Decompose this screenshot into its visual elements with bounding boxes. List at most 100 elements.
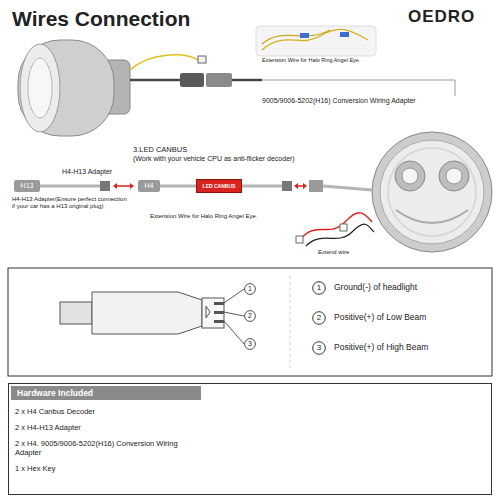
section-heading: 3.LED CANBUS <box>133 145 253 154</box>
lamp-lens <box>20 44 60 132</box>
round-headlight <box>372 132 492 252</box>
connect-arrow <box>294 183 307 189</box>
leader-line <box>224 321 244 344</box>
plug-text: LED CANBUS <box>203 183 236 189</box>
lamp-lens-ring <box>28 58 52 118</box>
pin <box>214 311 224 314</box>
h4-bulb-drawing <box>60 276 290 368</box>
extension-wire-inset <box>256 26 376 56</box>
connect-arrow <box>113 183 134 189</box>
callout-number: 2 <box>248 312 252 320</box>
adapter-plug <box>206 73 232 87</box>
connector <box>282 181 292 191</box>
plug-label: H4 <box>138 180 160 192</box>
small-connector <box>296 236 303 243</box>
hardware-item: 2 x H4. 9005/9006-5202(H16) Conversion W… <box>15 439 200 457</box>
adapter-note: H4-H13 Adapter(Ensure perfect connection… <box>12 196 130 210</box>
hardware-panel: Hardware Included 2 x H4 Canbus Decoder 2 … <box>8 383 492 495</box>
yellow-wire <box>262 29 368 50</box>
circle-shape <box>245 284 256 295</box>
callout-number: 2 <box>317 313 321 323</box>
connector <box>100 181 110 191</box>
extend-wires <box>296 213 374 246</box>
pin-diagram-frame <box>8 268 492 376</box>
callout-number: 1 <box>312 281 326 295</box>
wire-note: Extend wire <box>318 249 378 256</box>
pin-description: Positive(+) of High Beam <box>334 342 484 352</box>
wire-note: Extension Wire for Halo Ring Angel Eye. <box>150 213 300 220</box>
section-note: (Work with your vehicle CPU as anti-flic… <box>133 155 353 163</box>
hardware-item: 1 x Hex Key <box>15 464 200 473</box>
yellow-wire <box>130 55 198 70</box>
plug <box>309 180 323 192</box>
pin <box>214 320 224 323</box>
hardware-item: 2 x H4-H13 Adapter <box>15 423 200 432</box>
circle-shape <box>245 339 256 350</box>
halo-ring <box>388 148 476 236</box>
wire-connector <box>160 185 196 188</box>
projector-lens <box>446 168 462 184</box>
callout-number: 3 <box>244 338 256 350</box>
bulb-base <box>92 292 202 334</box>
circle-shape <box>313 342 326 355</box>
canbus-decoder: LED CANBUS <box>196 179 242 193</box>
wire-note: Extension Wire for Halo Ring Angel Eye. <box>262 57 374 64</box>
pin <box>214 302 224 305</box>
leader-line <box>224 312 244 316</box>
adapter-label: 9005/9006-5202(H16) Conversion Wiring Ad… <box>262 97 457 105</box>
connector <box>180 73 204 87</box>
small-connector <box>198 56 206 63</box>
diagram-title: Wires Connection <box>12 6 190 31</box>
leader-line <box>262 80 455 96</box>
fog-lamp <box>18 40 130 136</box>
callout-number: 1 <box>248 285 252 293</box>
hardware-item: 2 x H4 Canbus Decoder <box>15 407 200 416</box>
circle-shape <box>313 312 326 325</box>
headlight-rim <box>372 132 492 252</box>
circle-shape <box>245 311 256 322</box>
callout-number: 1 <box>244 283 256 295</box>
small-connector <box>340 224 347 231</box>
leader-line <box>224 289 244 303</box>
blue-connector <box>340 32 349 37</box>
projector-lens <box>402 168 418 184</box>
adapter-label: H4-H13 Adapter <box>62 168 142 176</box>
plug-label: H13 <box>14 180 40 192</box>
callout-number: 3 <box>312 341 326 355</box>
cable <box>242 185 282 188</box>
cable <box>323 186 372 190</box>
cable <box>40 185 100 188</box>
callout-number: 1 <box>317 283 321 293</box>
callout-number: 3 <box>248 340 252 348</box>
cable <box>232 79 262 82</box>
callout-number: 2 <box>312 311 326 325</box>
arrow-head <box>294 183 307 189</box>
panel-heading: Hardware Included <box>11 386 201 400</box>
lamp-housing <box>18 40 114 136</box>
pin-description: Positive(+) of Low Beam <box>334 312 484 322</box>
divider <box>290 276 291 368</box>
callout-number: 3 <box>317 343 321 353</box>
headlight-lens <box>380 140 484 244</box>
plug-text: H4 <box>145 182 154 190</box>
plug-text: H13 <box>21 182 34 190</box>
inset-frame <box>256 26 376 56</box>
pin-block <box>202 298 224 328</box>
callout-number: 2 <box>244 310 256 322</box>
black-wire <box>306 224 374 246</box>
red-wire <box>300 213 372 240</box>
arrow-head <box>113 183 134 189</box>
yellow-wire <box>262 30 330 44</box>
blue-connector <box>300 33 309 38</box>
halo-ring <box>396 210 468 223</box>
circle-shape <box>313 282 326 295</box>
pin-description: Ground(-) of headlight <box>334 282 484 292</box>
cable <box>130 79 180 82</box>
arrow-shaft <box>115 185 132 187</box>
bulb-shaft <box>60 302 92 324</box>
brand-logo: OEDRO <box>408 7 496 27</box>
projector <box>395 161 425 191</box>
projector <box>439 161 469 191</box>
key-tab <box>206 306 210 318</box>
